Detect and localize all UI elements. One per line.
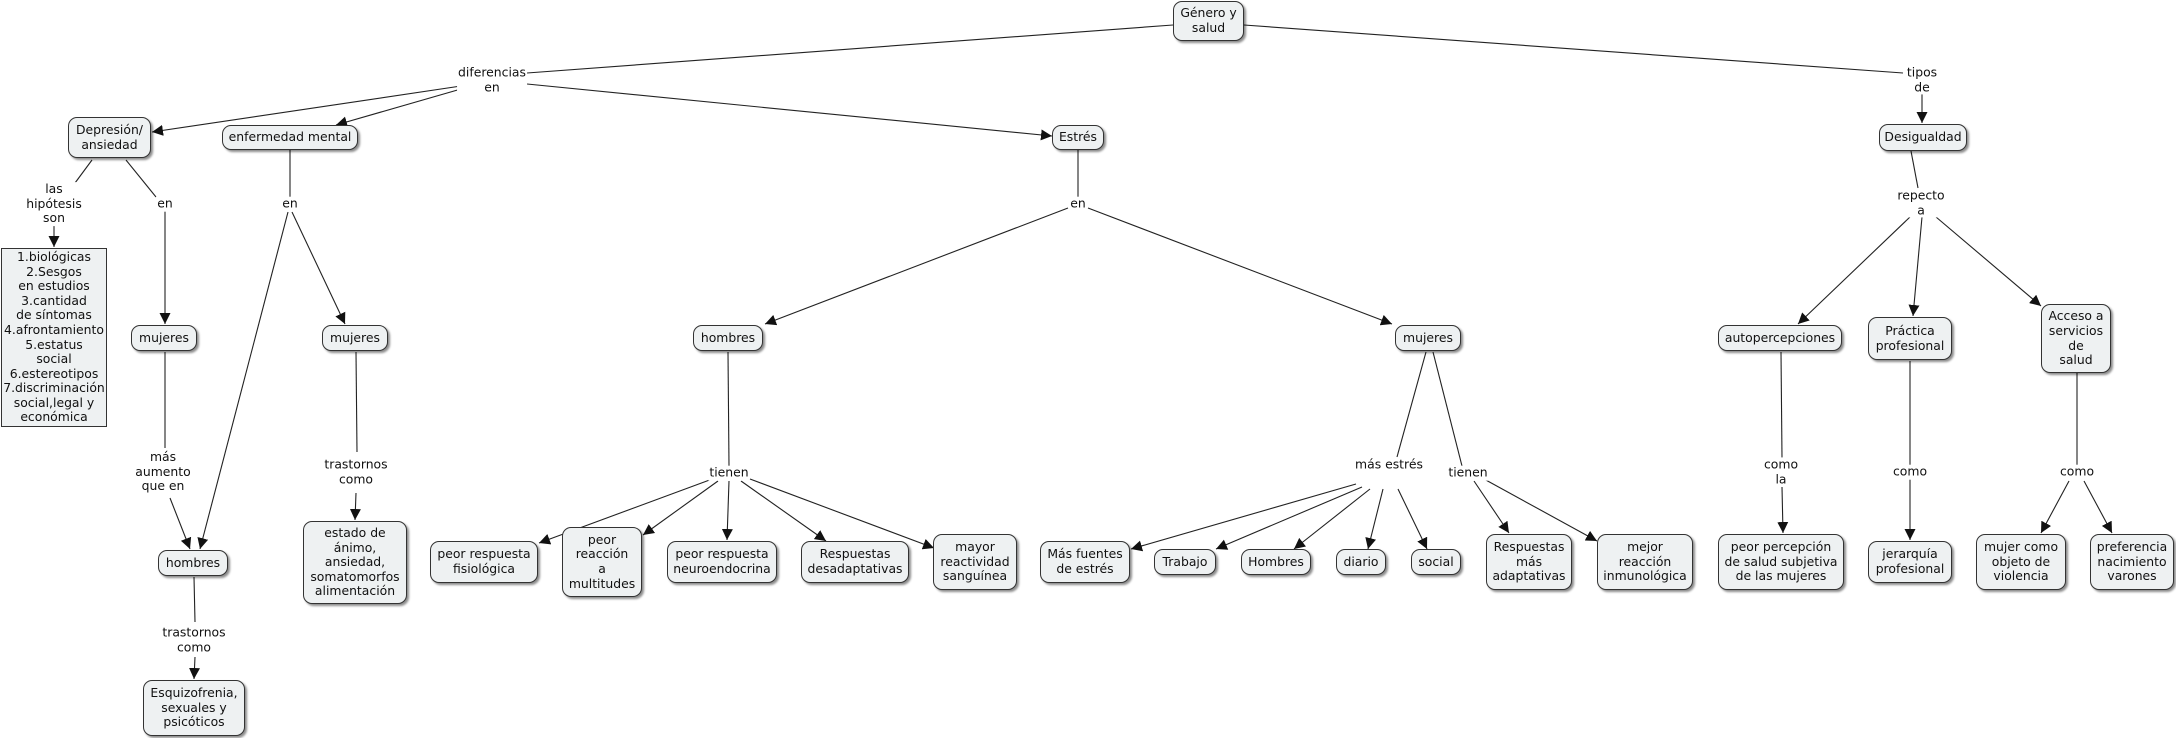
concept-social[interactable]: social (1411, 549, 1461, 575)
connector-arrow (721, 480, 733, 541)
concept-mujer-objeto-violencia[interactable]: mujer como objeto de violencia (1976, 534, 2066, 590)
connector-arrow (1087, 207, 1393, 326)
link-como-practica: como (1891, 463, 1929, 480)
concept-estado-de-animo[interactable]: estado de ánimo, ansiedad, somatomorfos … (303, 521, 407, 604)
link-mas-estres: más estrés (1354, 456, 1424, 473)
concept-diario[interactable]: diario (1336, 549, 1386, 575)
concept-autopercepciones[interactable]: autopercepciones (1718, 325, 1842, 351)
link-repecto-a: repecto a (1896, 187, 1946, 218)
connector-arrow (1908, 216, 1923, 317)
connector-arrow (526, 83, 1053, 141)
connector-arrow (1777, 486, 1789, 534)
link-diferencias-en: diferencias en (457, 64, 527, 95)
connector-line (1432, 351, 1463, 467)
connector-arrow (1397, 488, 1428, 550)
concept-estres[interactable]: Estrés (1052, 125, 1104, 150)
concept-mayor-reactividad[interactable]: mayor reactividad sanguínea (933, 534, 1017, 590)
concept-peor-reaccion-multitudes[interactable]: peor reacción a multitudes (562, 527, 642, 597)
concept-hombres-estres[interactable]: hombres (693, 325, 763, 351)
connector-arrow (197, 211, 289, 550)
connector-arrow (1473, 480, 1510, 534)
connector-arrow (749, 478, 935, 550)
concept-genero-y-salud[interactable]: Género y salud (1173, 1, 1244, 41)
link-tipos-de: tipos de (1905, 64, 1939, 95)
connector-arrow (169, 497, 192, 550)
connector-line (125, 159, 157, 198)
connector-arrow (151, 85, 462, 136)
concept-esquizofrenia[interactable]: Esquizofrenia, sexuales y psicóticos (143, 680, 245, 736)
concept-mujeres-enfermedad[interactable]: mujeres (322, 325, 388, 351)
connector-arrow (1483, 478, 1598, 542)
connector-arrow (740, 480, 827, 542)
connector-arrow (1365, 488, 1384, 550)
concept-desigualdad[interactable]: Desigualdad (1879, 124, 1967, 151)
concept-trabajo[interactable]: Trabajo (1154, 549, 1216, 575)
connector-arrow (1935, 216, 2042, 307)
concept-hombres-mas-estres[interactable]: Hombres (1241, 549, 1311, 575)
connector-arrow (2083, 480, 2113, 534)
concept-peor-respuesta-neuroendocrina[interactable]: peor respuesta neuroendocrina (667, 541, 777, 583)
link-en-estres: en (1069, 195, 1087, 212)
connector-line (193, 576, 196, 623)
connector-arrow (2040, 480, 2070, 534)
concept-mas-fuentes-estres[interactable]: Más fuentes de estrés (1040, 541, 1130, 583)
concept-peor-respuesta-fisiologica[interactable]: peor respuesta fisiológica (430, 541, 538, 583)
connector-arrow (1215, 486, 1363, 550)
connector-arrow (1797, 216, 1911, 325)
link-tienen-hombres: tienen (708, 464, 750, 481)
connector-arrow (642, 480, 719, 536)
link-como-la: como la (1762, 456, 1800, 487)
concept-peor-percepcion-salud[interactable]: peor percepción de salud subjetiva de la… (1718, 534, 1844, 590)
link-mas-aumento-que-en: más aumento que en (134, 449, 192, 494)
concept-respuestas-desadaptativas[interactable]: Respuestas desadaptativas (801, 541, 909, 583)
concept-acceso-servicios[interactable]: Acceso a servicios de salud (2041, 304, 2111, 373)
concept-mujeres-estres[interactable]: mujeres (1395, 325, 1461, 351)
connector-line (1396, 351, 1427, 458)
link-las-hipotesis-son: las hipótesis son (25, 181, 83, 226)
concept-jerarquia-profesional[interactable]: jerarquía profesional (1868, 541, 1952, 583)
connector-arrow (1130, 483, 1357, 552)
connector-line (526, 24, 1174, 74)
connector-arrow (1293, 488, 1371, 550)
connector-arrow (349, 492, 361, 521)
concept-preferencia-nacimiento[interactable]: preferencia nacimiento varones (2090, 534, 2174, 590)
link-trastornos-como-depresion: trastornos como (161, 624, 227, 655)
concept-enfermedad-mental[interactable]: enfermedad mental (222, 125, 358, 150)
concept-respuestas-mas-adaptativas[interactable]: Respuestas más adaptativas (1486, 534, 1572, 590)
concept-mejor-reaccion-inmunologica[interactable]: mejor reacción inmunológica (1597, 534, 1693, 590)
connector-arrow (335, 88, 462, 128)
connector-line (355, 351, 358, 453)
connector-line (1910, 150, 1919, 189)
concept-practica-profesional[interactable]: Práctica profesional (1868, 317, 1952, 360)
connector-line (1243, 24, 1904, 74)
concept-hombres-depresion[interactable]: hombres (158, 550, 228, 576)
concept-hipotesis-list[interactable]: 1.biológicas 2.Sesgos en estudios 3.cant… (1, 248, 107, 427)
link-en-depresion: en (156, 195, 174, 212)
connector-arrow (189, 656, 200, 680)
link-tienen-mujeres: tienen (1447, 464, 1489, 481)
concept-depresion-ansiedad[interactable]: Depresión/ ansiedad (68, 117, 151, 158)
link-como-acceso: como (2058, 463, 2096, 480)
connector-arrow (291, 211, 346, 325)
link-en-enfermedad: en (281, 195, 299, 212)
connector-line (727, 351, 730, 467)
connector-arrow (764, 207, 1069, 326)
connector-line (74, 159, 93, 184)
concept-mujeres-depresion[interactable]: mujeres (131, 325, 197, 351)
link-trastornos-como-enfermedad: trastornos como (323, 456, 389, 487)
connector-line (1780, 351, 1783, 459)
